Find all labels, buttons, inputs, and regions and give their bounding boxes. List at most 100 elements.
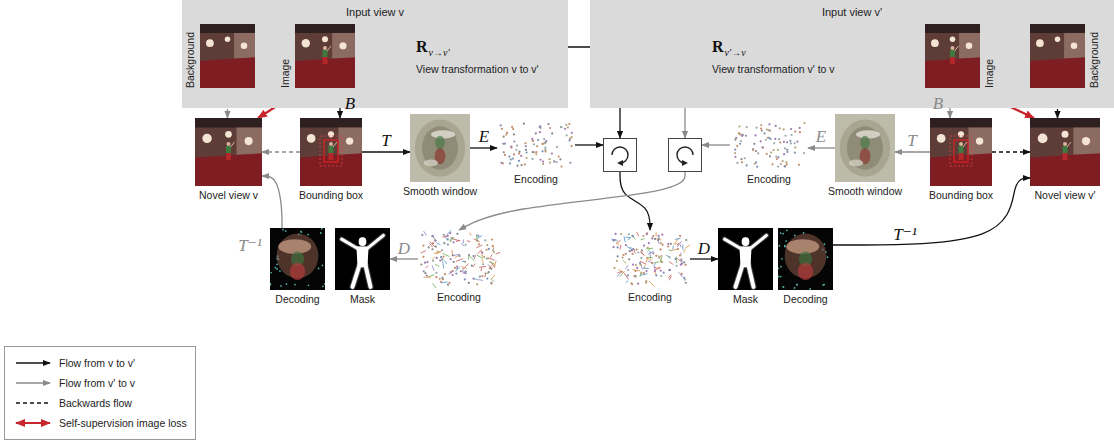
encoding-point [556, 146, 558, 148]
operator-label: T [381, 132, 390, 149]
encoding-link [671, 249, 678, 251]
encoding-point [757, 152, 759, 154]
legend-entry: Flow from v to v' [13, 353, 187, 373]
encoding-point [477, 235, 479, 237]
picture [610, 230, 690, 288]
legend-box: Flow from v to v'Flow from v' to vBackwa… [4, 346, 196, 440]
panel-title: Input view v [182, 5, 568, 19]
encoding-point [784, 165, 786, 167]
encoding-cloud: Encoding [610, 230, 690, 288]
picture-label: Bounding box [299, 189, 363, 202]
encoding-point [625, 244, 627, 246]
decoding-noise [286, 283, 288, 285]
encoding-point [424, 262, 426, 264]
picture [778, 228, 833, 290]
person-head [1063, 142, 1067, 146]
encoding-link [616, 240, 621, 243]
encoding-point [455, 273, 457, 275]
decoding-image: Decoding [270, 228, 325, 290]
decoding-noise [823, 284, 825, 286]
encoding-link [432, 265, 434, 270]
background-image: Background [1030, 24, 1085, 88]
person-torso [1063, 146, 1068, 153]
mask-ground [718, 228, 773, 290]
decoding-noise [783, 286, 785, 288]
encoding-point [684, 264, 686, 266]
encoding-point [432, 235, 434, 237]
legend-text: Self-supervision image loss [59, 417, 187, 430]
smooth-window-image: Smooth window [410, 114, 470, 182]
encoding-link [666, 255, 671, 258]
encoding-link [672, 245, 674, 249]
encoding-link [624, 236, 625, 242]
encoding-point [636, 267, 638, 269]
encoding-link [620, 245, 621, 250]
encoding-point [544, 147, 546, 149]
decoding-noise [780, 266, 782, 268]
encoding-point [634, 275, 636, 277]
encoding-point [454, 267, 456, 269]
blur-layer [415, 119, 465, 176]
encoding-point [571, 145, 573, 147]
encoding-point [794, 130, 796, 132]
encoding-point [761, 146, 763, 148]
encoding-point [569, 162, 571, 164]
encoding-point [754, 134, 756, 136]
encoding-point [477, 239, 479, 241]
encoding-point [526, 157, 528, 159]
room-light [206, 39, 214, 47]
encoding-link [485, 273, 486, 277]
room-wall [195, 118, 262, 186]
encoding-link [648, 251, 654, 254]
decoding-noise [270, 272, 272, 274]
encoding-point [541, 143, 543, 145]
picture [200, 24, 255, 88]
mask-legs [353, 265, 371, 287]
encoding-point [783, 141, 785, 143]
input-image: Image [295, 24, 355, 88]
encoding-point [779, 127, 781, 129]
encoding-point [739, 133, 741, 135]
encoding-point [768, 123, 770, 125]
decoding-noise [318, 268, 320, 270]
rotation-icon [612, 147, 628, 166]
encoding-point [780, 163, 782, 165]
legend-line [16, 402, 50, 403]
flow-connector [895, 151, 930, 152]
encoding-point [736, 162, 738, 164]
encoding-point [468, 254, 470, 256]
encoding-point [420, 263, 422, 265]
encoding-link [658, 255, 662, 258]
encoding-point [555, 161, 557, 163]
encoding-point [521, 164, 523, 166]
room-wall [930, 118, 992, 186]
encoding-link [679, 272, 683, 277]
legend-line [16, 362, 50, 363]
decoding-noise [782, 233, 784, 235]
flow-connector [390, 258, 418, 259]
encoding-point [746, 164, 748, 166]
encoding-link [640, 252, 645, 256]
encoding-point [488, 248, 490, 250]
decoding-noise [778, 245, 780, 247]
encoding-link [424, 277, 431, 278]
encoding-point [536, 145, 538, 147]
encoding-link [474, 239, 480, 242]
operator-symbol: v→v' [429, 47, 450, 58]
encoding-point [627, 269, 629, 271]
encoding-point [490, 282, 492, 284]
encoding-link [433, 283, 437, 288]
encoding-point [755, 127, 757, 129]
encoding-point [510, 146, 512, 148]
person-legs [226, 153, 231, 160]
encoding-point [500, 162, 502, 164]
encoding-point [442, 256, 444, 258]
encoding-point [798, 164, 800, 166]
decoding-noise [827, 256, 829, 258]
encoding-point [639, 262, 641, 264]
encoding-point [451, 274, 453, 276]
mask-arms [725, 235, 767, 249]
room-floor [300, 153, 362, 186]
encoding-link [447, 230, 452, 234]
flow-connector [262, 151, 300, 152]
